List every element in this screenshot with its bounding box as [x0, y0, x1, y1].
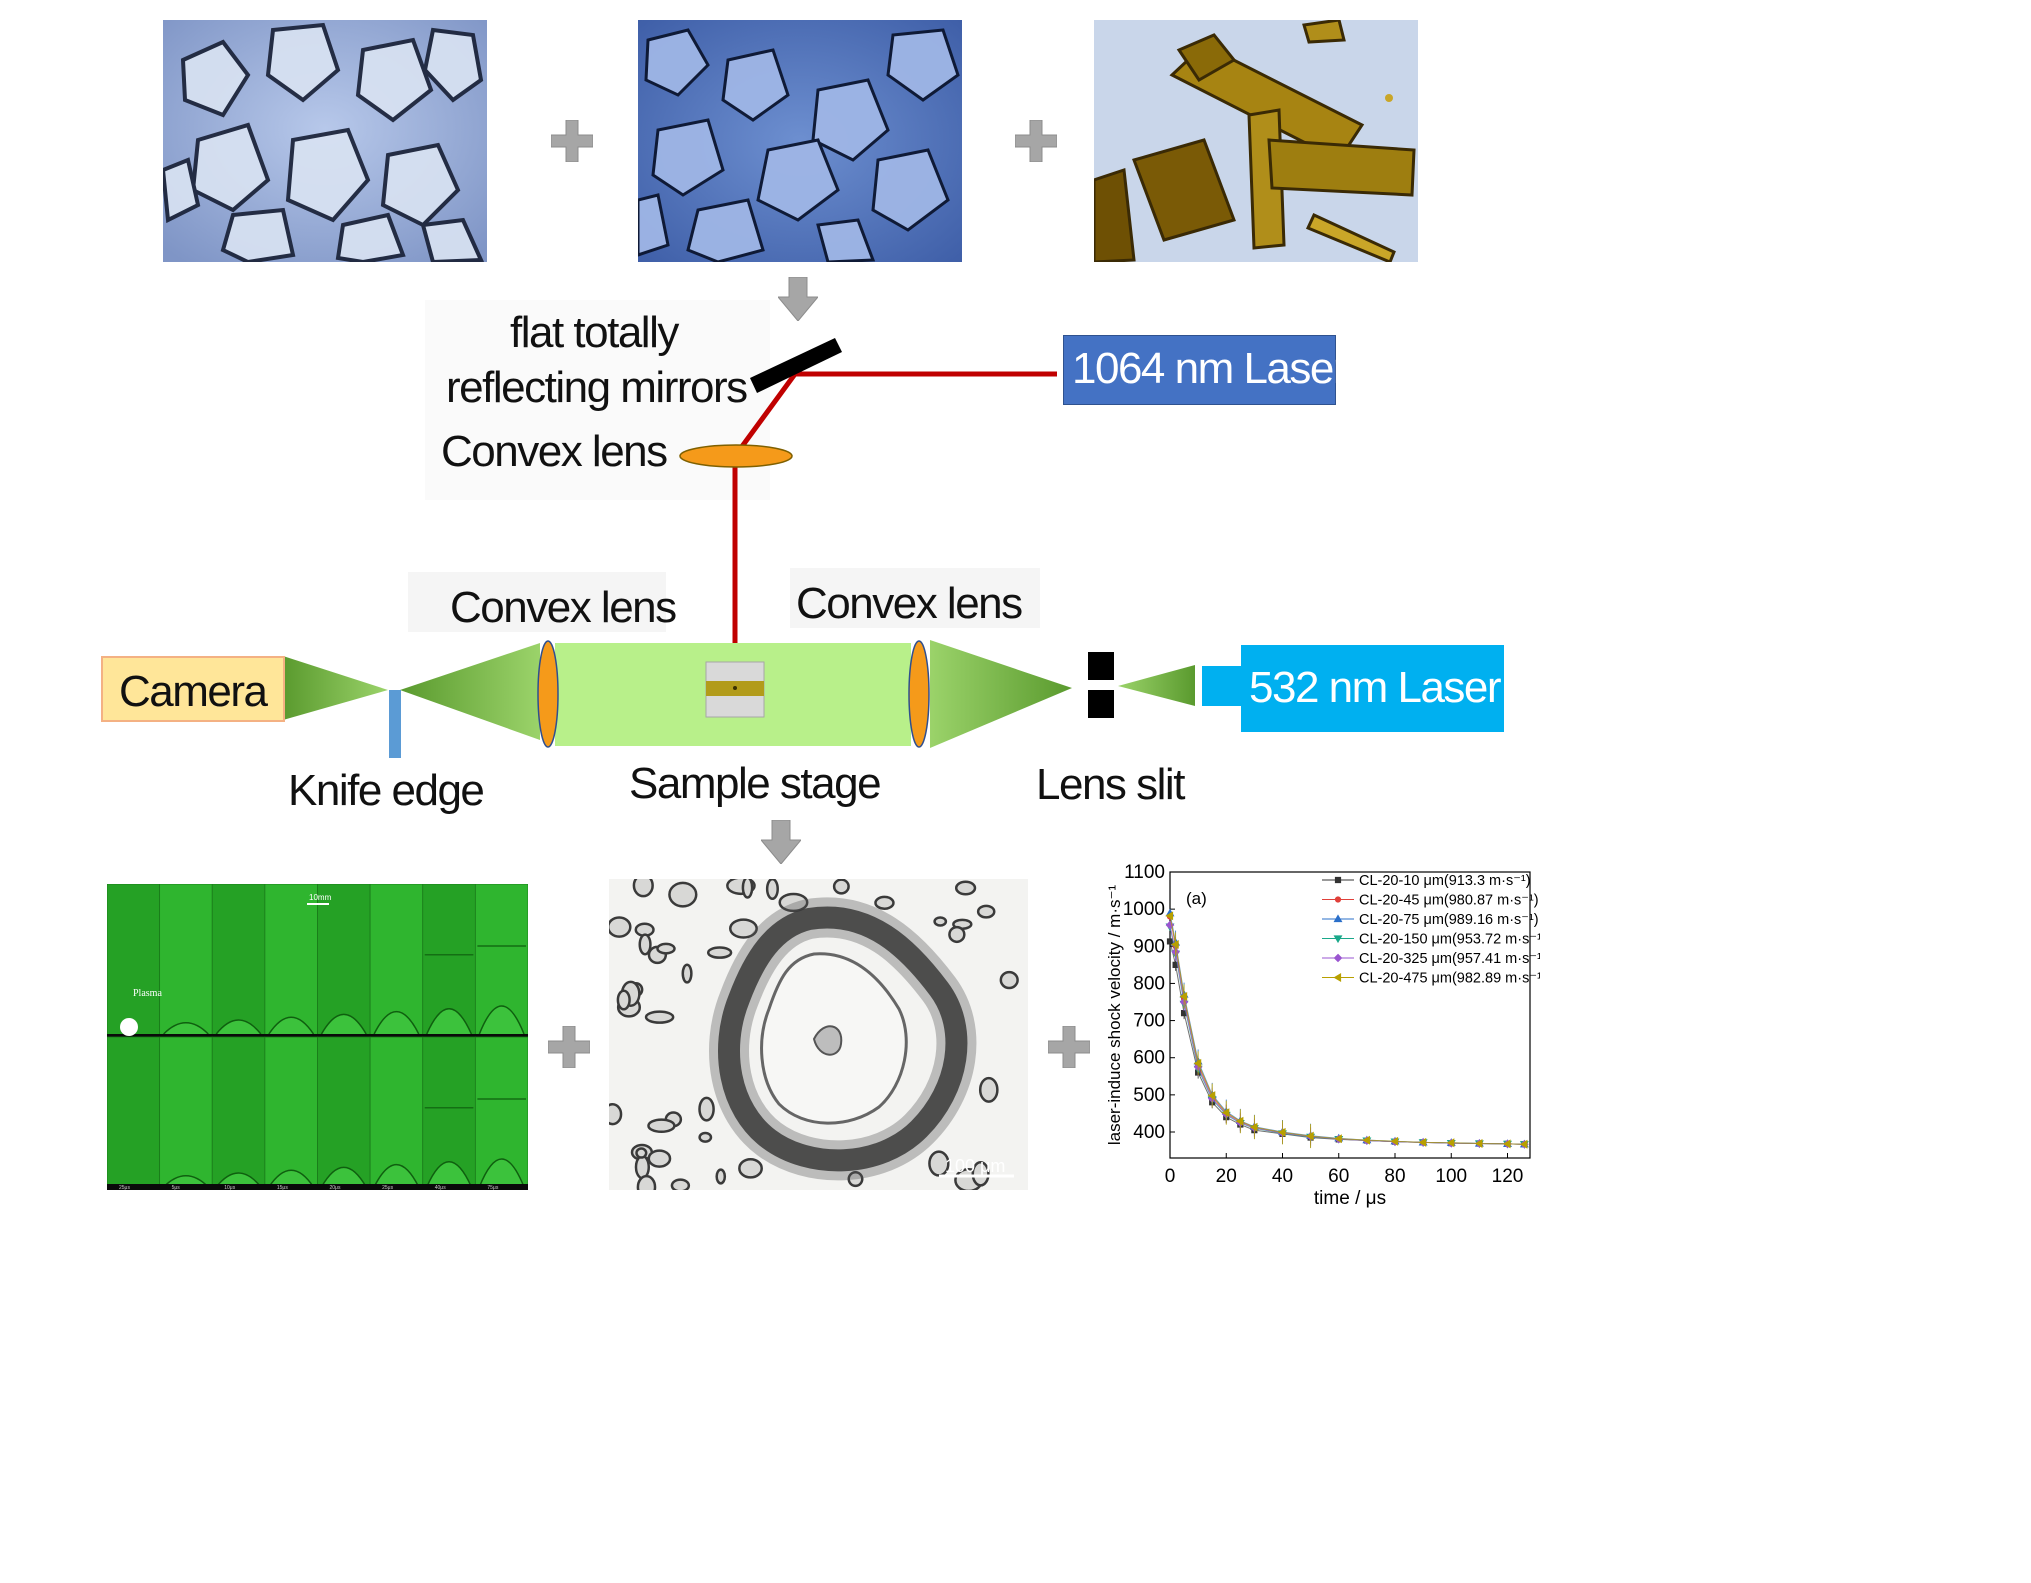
x-tick-label: 80 [1384, 1166, 1405, 1187]
legend-label: CL-20-475 μm(982.89 m·s⁻¹) [1359, 971, 1540, 987]
plus-icon [550, 119, 594, 167]
x-tick-label: 0 [1165, 1166, 1176, 1187]
plus-icon [1014, 119, 1058, 167]
down-arrow-icon [776, 276, 820, 326]
camera-label: Camera [119, 667, 268, 716]
x-tick-label: 20 [1216, 1166, 1237, 1187]
plot-frame [1169, 871, 1531, 1159]
legend-label: CL-20-325 μm(957.41 m·s⁻¹) [1359, 951, 1540, 967]
legend-label: CL-20-150 μm(953.72 m·s⁻¹) [1359, 932, 1540, 948]
lens-slit-label: Lens slit [1036, 760, 1185, 809]
shockwave-image-sequence: Plasma 10mm 25μs 5μs 10μs 15μs 20μs 25μs 40μs 75μ… [107, 884, 528, 1190]
data-point [1390, 1136, 1399, 1146]
data-point [1502, 1139, 1511, 1149]
data-point [1171, 939, 1179, 949]
data-point [1193, 1058, 1202, 1068]
frame-time-label: 20μs [330, 1185, 341, 1190]
y-tick-label: 800 [1133, 973, 1165, 994]
crystal-micrograph-1 [163, 20, 487, 262]
legend-label: CL-20-10 μm(913.3 m·s⁻¹) [1359, 873, 1531, 889]
data-point [1418, 1137, 1427, 1147]
x-axis-label: time / μs [1314, 1188, 1386, 1209]
plus-icon [1047, 1025, 1091, 1073]
chart-annotation: (a) [1186, 889, 1207, 908]
x-tick-label: 40 [1272, 1166, 1293, 1187]
data-point [1333, 914, 1343, 923]
plasma-label: Plasma [133, 988, 162, 999]
data-point [1235, 1116, 1244, 1126]
frame-time-label: 10μs [224, 1185, 235, 1190]
convex-lens-label-left: Convex lens [450, 583, 677, 632]
data-point [1334, 876, 1342, 884]
x-tick-label: 60 [1328, 1166, 1349, 1187]
data-point [1179, 991, 1188, 1001]
series-line [1169, 915, 1525, 1145]
data-point [1333, 935, 1343, 944]
camera-box: Camera [101, 656, 285, 722]
frame-time-label: 75μs [487, 1185, 498, 1190]
frame-time-label: 15μs [277, 1185, 288, 1190]
experiment-diagram: flat totally reflecting mirrors Convex l… [101, 20, 1547, 1215]
laser-1064-label: 1064 nm Laser [1072, 344, 1348, 393]
frame-time-label: 5μs [172, 1185, 181, 1190]
crystal-micrograph-2 [638, 20, 962, 262]
data-point [1362, 1135, 1370, 1145]
y-tick-label: 600 [1133, 1048, 1165, 1069]
knife-edge-label: Knife edge [288, 766, 485, 815]
mirror-label-line1: flat totally [510, 308, 679, 357]
series [1165, 911, 1528, 1149]
optical-setup [283, 338, 1244, 758]
plus-icon [547, 1025, 591, 1073]
data-point [1334, 1134, 1342, 1144]
down-arrow-icon [759, 819, 803, 869]
crater-micrograph: 100 μm [609, 879, 1028, 1190]
data-point [1221, 1108, 1230, 1118]
data-point [1474, 1139, 1483, 1148]
y-tick-label: 1000 [1123, 899, 1165, 920]
frame-time-label: 25μs [382, 1185, 393, 1190]
data-point [1306, 1131, 1314, 1141]
sequence-scale: 10mm [309, 893, 332, 902]
y-tick-label: 1100 [1124, 862, 1165, 883]
laser-1064-box: 1064 nm Laser [1063, 335, 1348, 405]
legend-label: CL-20-75 μm(989.16 m·s⁻¹) [1359, 912, 1539, 928]
legend-label: CL-20-45 μm(980.87 m·s⁻¹) [1359, 893, 1539, 909]
data-point [1519, 1139, 1528, 1149]
frame-time-label: 25μs [119, 1185, 130, 1190]
y-tick-label: 900 [1133, 936, 1165, 957]
frame-time-label: 40μs [435, 1185, 446, 1190]
data-point [1334, 896, 1342, 903]
x-tick-label: 100 [1435, 1166, 1467, 1187]
data-point [1277, 1127, 1286, 1137]
y-tick-label: 700 [1133, 1011, 1165, 1032]
y-tick-label: 400 [1133, 1122, 1165, 1143]
data-point [1333, 973, 1342, 982]
laser-532-box: 532 nm Laser [1241, 645, 1504, 732]
sample-stage-label: Sample stage [629, 759, 882, 808]
crystal-micrograph-3 [1094, 20, 1418, 262]
data-point [1446, 1138, 1455, 1148]
convex-lens-label-top: Convex lens [441, 427, 668, 476]
shock-velocity-chart: 0 20 40 60 80 100 120 400 500 600 700 800 900 1000 110… [1100, 860, 1547, 1215]
y-axis-label: laser-induce shock velocity / m·s⁻¹ [1105, 885, 1124, 1146]
data-point [1207, 1091, 1216, 1101]
laser-532-label: 532 nm Laser [1249, 663, 1502, 712]
mirror [750, 338, 842, 393]
data-point [1249, 1122, 1258, 1132]
x-tick-label: 120 [1492, 1166, 1524, 1187]
mirror-label-line2: reflecting mirrors [446, 363, 748, 412]
y-tick-label: 500 [1133, 1085, 1165, 1106]
data-point [1333, 953, 1343, 963]
data-point [1165, 911, 1174, 921]
crater-scale: 100 μm [945, 1156, 1005, 1176]
data-point [1166, 938, 1174, 945]
convex-lens-label-right: Convex lens [796, 579, 1023, 628]
